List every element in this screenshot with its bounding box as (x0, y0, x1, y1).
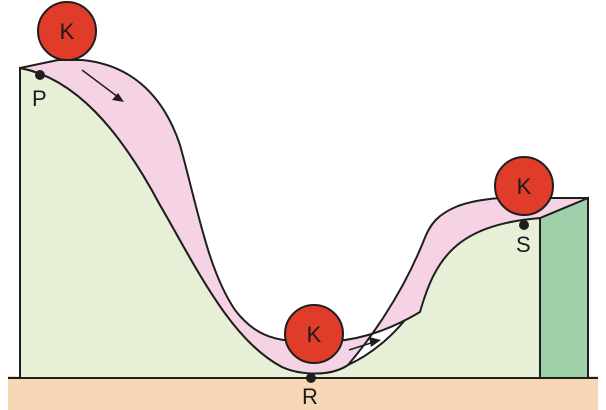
ball-top-left (37, 1, 97, 61)
point-s-dot (519, 220, 529, 230)
ball-label-right: K (517, 174, 532, 199)
point-r-label: R (302, 384, 318, 409)
point-r-dot (306, 373, 316, 383)
ball-bottom (284, 304, 344, 364)
cliff-side-face (539, 196, 589, 379)
point-p-dot (35, 70, 45, 80)
ground-strip (8, 376, 598, 410)
point-s-label: S (516, 232, 531, 257)
motion-arrow-top (81, 69, 124, 102)
ball-label-top-left: K (60, 19, 75, 44)
motion-arrow-bottom (348, 337, 381, 351)
ball-right (494, 156, 554, 216)
point-p-label: P (32, 86, 47, 111)
ball-label-bottom: K (307, 322, 322, 347)
